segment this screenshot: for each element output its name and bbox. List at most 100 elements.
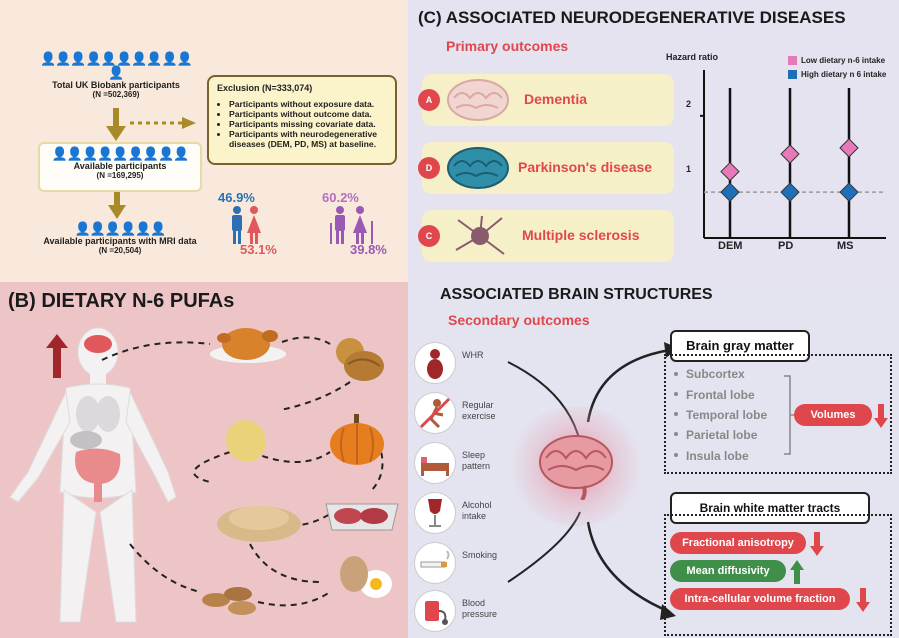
peanut-icon [202,587,256,615]
wine-glass-icon [414,492,456,534]
intracellular-volume-badge: Intra-cellular volume fraction [670,588,850,610]
person-icon [414,342,456,384]
legend-swatch-high [788,70,797,79]
lobe-label: Frontal lobe [686,388,755,402]
people-icon: 👤👤👤👤👤👤 [74,221,166,236]
disease-card-dementia: A Dementia [418,74,674,126]
food-path-dashes [101,336,384,607]
disease-name: Multiple sclerosis [522,227,640,243]
legend-label: High dietary n 6 intake [801,70,887,79]
blood-pressure-icon [414,590,456,632]
grain-icon [217,506,301,542]
high-intake-point [839,182,859,202]
disease-card-parkinsons: D Parkinson's disease [418,142,674,194]
white-matter-frame [664,514,892,636]
exclusion-title: Exclusion (N=333,074) [217,83,313,93]
flow-label: Available participants with MRI data [43,236,197,246]
exclusion-box: Exclusion (N=333,074) Participants witho… [207,75,397,165]
covariate-smoking: Smoking [414,540,509,588]
low-intake-point [839,138,859,158]
group2-percent-bottom: 39.8% [350,242,387,257]
brain-icon [447,147,509,189]
covariate-label: Alcohol intake [462,500,492,521]
brain-icon [447,79,509,121]
up-arrow-icon [46,334,68,378]
x-tick-label: PD [778,240,794,252]
lobe-label: Subcortex [686,367,745,381]
down-arrow-icon [810,532,824,556]
panel-b-diet: (B) DIETARY N-6 PUFAs [0,282,408,638]
low-intake-point [720,161,740,182]
flow-count: (N =502,369) [92,90,140,99]
flow-count: (N =169,295) [96,171,144,180]
disease-letter: A [418,89,440,111]
disease-letter: D [418,157,440,179]
covariate-blood-pressure: Blood pressure [414,588,509,636]
covariate-label: Regular exercise [462,400,496,421]
lobe-label: Parietal lobe [686,428,758,442]
panel-c-diseases: (C) ASSOCIATED NEURODEGENERATIVE DISEASE… [408,0,899,282]
secondary-outcomes-label: Secondary outcomes [448,312,590,328]
chart-ylabel: Hazard ratio [666,52,719,62]
panel-c-title: (C) ASSOCIATED NEURODEGENERATIVE DISEASE… [418,8,846,27]
exclusion-item: Participants without exposure data. [229,99,387,109]
gray-matter-title: Brain gray matter [670,330,810,362]
primary-outcomes-label: Primary outcomes [446,38,569,54]
fractional-anisotropy-badge: Fractional anisotropy [670,532,806,554]
egg-icon [340,556,392,598]
male-percent: 46.9% [218,190,255,205]
covariate-label: Sleep pattern [462,450,491,471]
disease-letter: C [418,225,440,247]
up-arrow-icon [790,560,804,584]
panel-b-title: (B) DIETARY N-6 PUFAs [8,290,235,312]
high-intake-point [720,182,740,202]
white-matter-title: Brain white matter tracts [670,492,870,524]
legend-swatch-low [788,56,797,65]
elderly-couple-icon [330,206,373,244]
gray-matter-frame [664,354,892,474]
exclusion-item: Participants missing covariate data. [229,119,387,129]
exercise-icon [414,392,456,434]
covariate-alcohol: Alcohol intake [414,490,509,538]
covariate-label: WHR [462,350,484,360]
low-intake-point [780,144,800,164]
brain-icon [539,435,613,500]
flow-label: Available participants [73,161,167,171]
covariate-whr: WHR [414,340,509,388]
down-arrow-icon [874,404,888,428]
pumpkin-icon [330,414,384,465]
lobe-label: Insula lobe [686,449,749,463]
exclusion-item: Participants without outcome data. [229,109,387,119]
dotted-arrow-right-icon [130,117,196,129]
lobe-bracket [674,372,802,457]
volumes-badge: Volumes [794,404,872,426]
flow-count: (N =20,504) [98,246,142,255]
hazard-ratio-chart [700,70,886,239]
exclusion-list: Participants without exposure data. Part… [217,99,387,149]
high-intake-point [780,182,800,202]
neuron-icon [455,215,505,255]
bed-icon [414,442,456,484]
cigarette-icon [414,542,456,584]
flow-box-total: 👤👤👤👤👤👤👤👤👤👤👤 Total UK Biobank participant… [38,52,194,102]
group2-percent-top: 60.2% [322,190,359,205]
covariate-label: Blood pressure [462,598,498,619]
covariate-label: Smoking [462,550,498,560]
covariate-sleep: Sleep pattern [414,440,509,488]
walnut-icon [336,338,384,381]
panel-d-title: ASSOCIATED BRAIN STRUCTURES [440,286,713,303]
disease-name: Parkinson's disease [518,159,653,175]
lobe-label: Temporal lobe [686,408,768,422]
meat-tray-icon [325,503,399,531]
arrow-down-icon [108,192,126,219]
man-woman-icon [232,206,261,244]
y-tick-label: 2 [686,99,692,109]
bean-icon [225,420,267,462]
panel-d-brain-structures: ASSOCIATED BRAIN STRUCTURES Secondary ou… [408,282,899,638]
people-icon: 👤👤👤👤👤👤👤👤👤👤👤 [40,51,193,80]
disease-card-ms: C Multiple sclerosis [418,210,674,262]
covariate-exercise: Regular exercise [414,390,509,438]
flow-box-mri: 👤👤👤👤👤👤 Available participants with MRI d… [38,222,202,268]
arrow-down-icon [106,108,126,141]
roast-chicken-icon [210,328,286,363]
